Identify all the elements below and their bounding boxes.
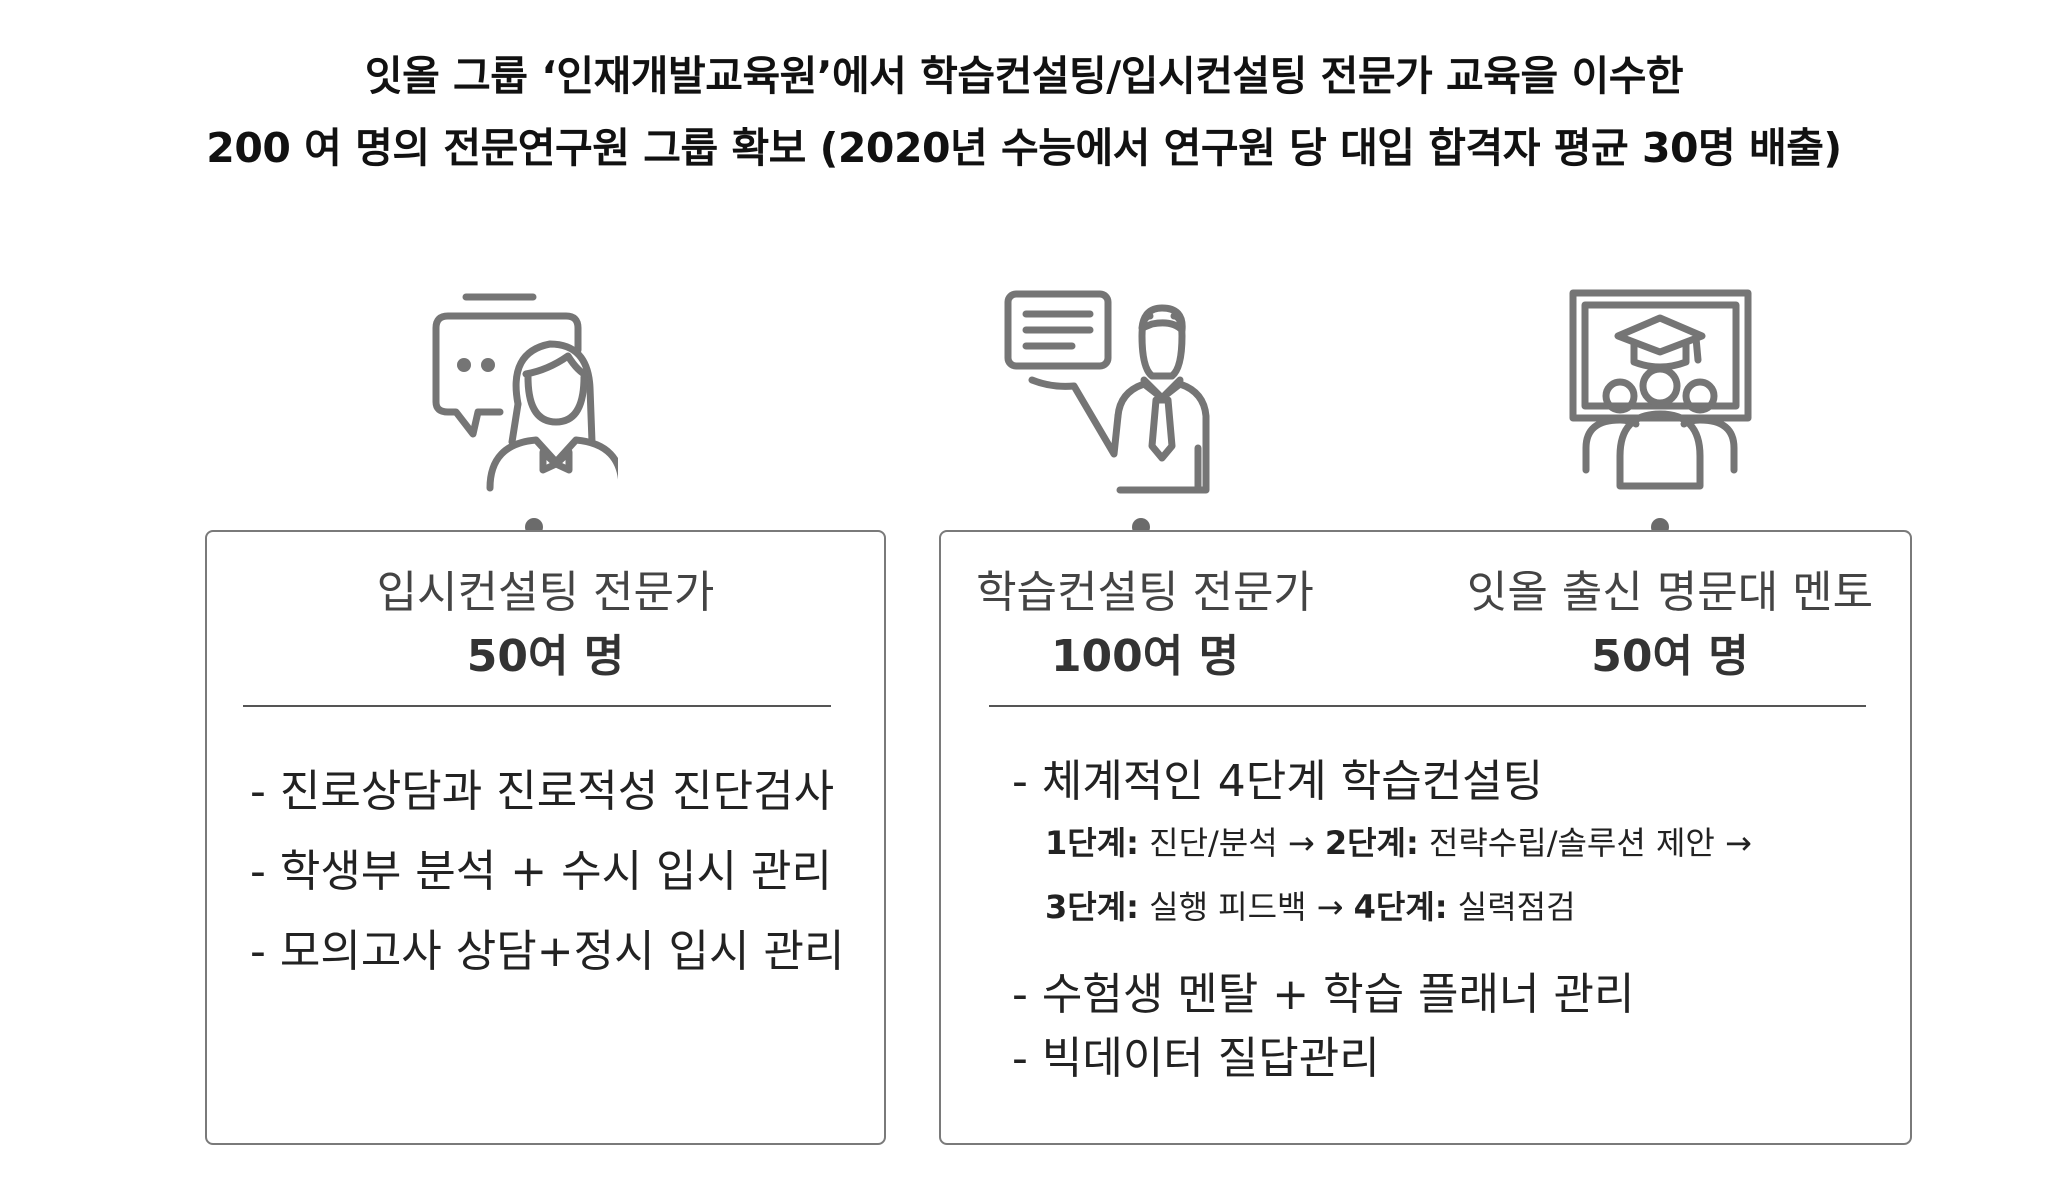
- list-item: - 수험생 멘탈 + 학습 플래너 관리: [1012, 969, 1635, 1020]
- step1-label: 1단계:: [1045, 824, 1139, 862]
- step4-text: 실력점검: [1447, 888, 1576, 926]
- step-line-2: 3단계: 실행 피드백 → 4단계: 실력점검: [1045, 882, 1576, 928]
- role-title-mentor: 잇올 출신 명문대 멘토: [1466, 567, 1874, 618]
- step2-label: 2단계:: [1324, 824, 1419, 862]
- list-item: - 학생부 분석 + 수시 입시 관리: [250, 846, 832, 897]
- list-item: - 진로상담과 진로적성 진단검사: [250, 766, 835, 817]
- header-line-1: 잇올 그룹 ‘인재개발교육원’에서 학습컨설팅/입시컨설팅 전문가 교육을 이수…: [364, 52, 1684, 100]
- step1-text: 진단/분석 →: [1138, 824, 1325, 862]
- role-count-learning: 100여 명: [1050, 631, 1240, 682]
- list-item: - 체계적인 4단계 학습컨설팅: [1012, 756, 1544, 807]
- role-count-admission: 50여 명: [466, 631, 625, 682]
- female-consultant-chat-icon: [432, 293, 618, 492]
- role-title-admission: 입시컨설팅 전문가: [376, 567, 715, 618]
- page-header: 잇올 그룹 ‘인재개발교육원’에서 학습컨설팅/입시컨설팅 전문가 교육을 이수…: [0, 40, 2048, 184]
- role-title-learning: 학습컨설팅 전문가: [976, 567, 1314, 618]
- graduation-mentor-group-icon: [1569, 289, 1752, 490]
- list-item: - 모의고사 상담+정시 입시 관리: [250, 926, 845, 977]
- learning-consultant-mentor-card: [939, 530, 1912, 1145]
- step2-text: 전략수립/솔루션 제안 →: [1418, 824, 1752, 862]
- list-item: - 빅데이터 질답관리: [1012, 1033, 1380, 1084]
- step-line-1: 1단계: 진단/분석 → 2단계: 전략수립/솔루션 제안 →: [1045, 818, 1752, 864]
- step3-text: 실행 피드백 →: [1138, 888, 1354, 926]
- male-presenter-icon: [1004, 290, 1210, 494]
- step4-label: 4단계:: [1353, 888, 1448, 926]
- role-count-mentor: 50여 명: [1591, 631, 1749, 682]
- divider-admission: [243, 705, 831, 707]
- step3-label: 3단계:: [1045, 888, 1139, 926]
- header-line-2: 200 여 명의 전문연구원 그룹 확보 (2020년 수능에서 연구원 당 대…: [206, 124, 1842, 172]
- admission-consultant-card: [205, 530, 886, 1145]
- divider-learning: [989, 705, 1866, 707]
